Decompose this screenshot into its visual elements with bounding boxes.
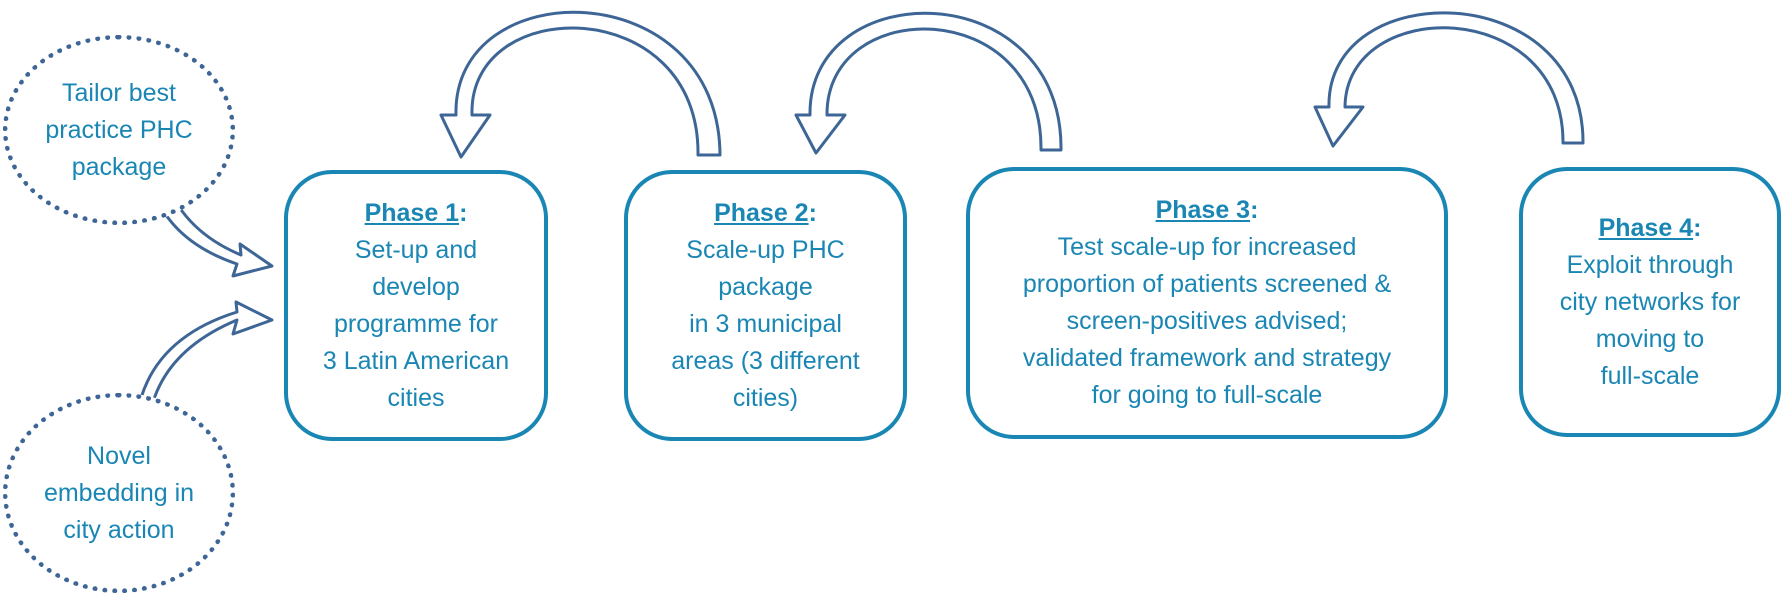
phase-title: Phase 1: <box>364 198 468 227</box>
phase-description: Test scale-up for increased proportion o… <box>1022 233 1392 409</box>
input-arrow-bottom <box>139 300 274 404</box>
input-circle-text: Tailor best practice PHC package <box>45 78 193 181</box>
phase-4-box: Phase 4: Exploit through city networks f… <box>1519 167 1781 437</box>
input-circle-text: Novel embedding in city action <box>43 441 195 544</box>
input-circle-tailor: Tailor best practice PHC package <box>3 35 235 225</box>
input-circle-novel: Novel embedding in city action <box>3 393 235 593</box>
curved-arrow-phase3-to-phase2 <box>794 11 1063 155</box>
phase-description: Exploit through city networks for moving… <box>1559 250 1741 390</box>
phase-title: Phase 4: <box>1598 213 1702 242</box>
phase-description: Scale-up PHC package in 3 municipal area… <box>671 235 860 412</box>
phase-3-box: Phase 3: Test scale-up for increased pro… <box>966 167 1448 439</box>
phase-1-box: Phase 1: Set-up and develop programme fo… <box>284 170 548 441</box>
phase-2-box: Phase 2: Scale-up PHC package in 3 munic… <box>624 170 907 441</box>
curved-arrow-phase2-to-phase1 <box>439 10 722 159</box>
phase-description: Set-up and develop programme for 3 Latin… <box>322 235 510 412</box>
curved-arrow-phase4-to-phase3 <box>1313 11 1585 148</box>
phase-title: Phase 3: <box>1155 196 1259 224</box>
phase-title: Phase 2: <box>714 198 817 227</box>
